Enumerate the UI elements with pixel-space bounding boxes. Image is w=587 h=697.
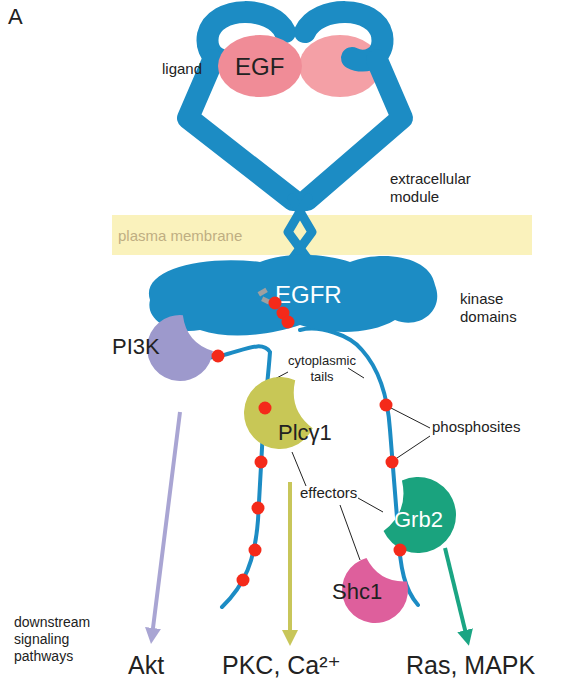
part-label: cytoplasmic tails: [283, 353, 361, 384]
node-text: Grb2: [394, 509, 443, 531]
node-shape: [218, 35, 302, 97]
leader-line: [348, 368, 364, 378]
node-shape: [384, 477, 456, 553]
pathway-label: PKC, Ca²⁺: [222, 650, 341, 680]
leader-line: [340, 505, 360, 560]
extracellular-arm: [307, 60, 402, 200]
phosphosite-dot: [252, 502, 265, 515]
phosphosite-dot: [394, 544, 407, 557]
part-label: effectors: [300, 484, 357, 502]
effector-blob: Plcγ1: [240, 375, 358, 453]
phosphosite-dot: [237, 574, 250, 587]
part-label: ligand: [162, 60, 202, 78]
ligand-ellipse: EGF: [218, 35, 302, 97]
leader-line: [358, 498, 383, 512]
phosphosite-dot: [212, 350, 225, 363]
phosphosite-dot: [255, 456, 268, 469]
pathway-arrow: [152, 412, 180, 636]
pathway-label: Akt: [128, 650, 164, 680]
phosphosite-dot: [380, 399, 393, 412]
leader-line: [292, 452, 306, 486]
leader-line: [391, 408, 430, 428]
membrane-band: plasma membrane: [112, 215, 532, 255]
part-label: phosphosites: [432, 418, 520, 436]
leader-line: [397, 436, 430, 458]
node-text: Shc1: [332, 581, 382, 603]
effector-blob: PI3K: [108, 315, 216, 381]
node-shape: [149, 255, 437, 336]
phosphosite-dot: [249, 544, 262, 557]
panel-letter: A: [8, 4, 23, 30]
effector-blob: Grb2: [378, 475, 458, 555]
node-text: EGFR: [275, 283, 342, 307]
note-label: downstream signaling pathways: [14, 614, 106, 664]
phosphosite-dot: [386, 456, 399, 469]
part-label: extracellular module: [390, 170, 495, 206]
phosphosite-dot: [259, 402, 272, 415]
pathway-label: Ras, MAPK: [406, 650, 535, 680]
pathway-arrow: [288, 482, 292, 638]
effector-blob: Shc1: [328, 555, 413, 625]
node-text: PI3K: [112, 336, 160, 358]
node-text: Plcγ1: [278, 422, 332, 444]
node-text: EGF: [235, 55, 284, 79]
pathway-arrow: [445, 548, 467, 638]
phosphosite-dot: [282, 316, 295, 329]
node-text: plasma membrane: [118, 228, 242, 243]
part-label: kinase domains: [460, 290, 540, 326]
